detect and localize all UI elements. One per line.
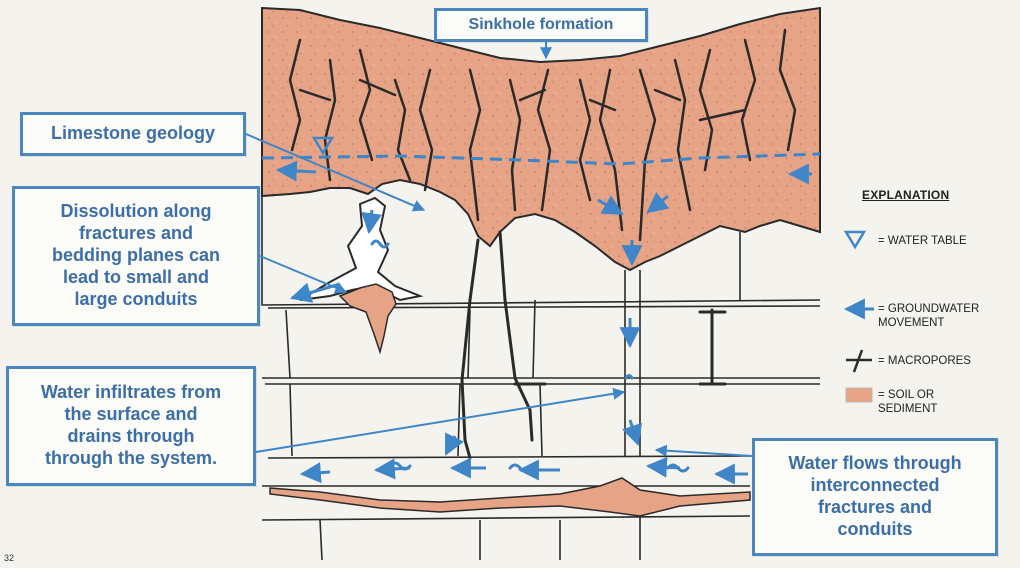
legend-water-table-label: = WATER TABLE (878, 234, 967, 248)
dissolution-callout: Dissolution along fractures and bedding … (12, 186, 260, 326)
dissolution-line-4: lead to small and (52, 267, 220, 289)
legend-groundwater-label-1: = GROUNDWATER (878, 302, 979, 316)
dissolution-line-5: large conduits (52, 289, 220, 311)
sinkhole-label: Sinkhole formation (469, 15, 614, 35)
legend-soil-label-1: = SOIL OR (878, 388, 937, 402)
flows-line-3: fractures and (788, 497, 961, 519)
flows-line-1: Water flows through (788, 453, 961, 475)
lower-sediment (270, 478, 750, 516)
soil-layer (262, 8, 820, 270)
limestone-label: Limestone geology (51, 123, 215, 145)
legend-macropores: = MACROPORES (836, 354, 971, 376)
soil-pocket (340, 284, 396, 352)
legend-title: EXPLANATION (862, 188, 949, 202)
dissolution-line-3: bedding planes can (52, 245, 220, 267)
sinkhole-callout: Sinkhole formation (434, 8, 648, 42)
legend-groundwater-label-2: MOVEMENT (878, 316, 979, 330)
flows-callout: Water flows through interconnected fract… (752, 438, 998, 556)
flows-line-4: conduits (788, 519, 961, 541)
limestone-callout: Limestone geology (20, 112, 246, 156)
infiltration-line-2: the surface and (41, 404, 221, 426)
legend-soil: = SOIL OR SEDIMENT (836, 388, 937, 417)
infiltration-line-1: Water infiltrates from (41, 382, 221, 404)
legend-soil-label-2: SEDIMENT (878, 402, 937, 416)
dissolution-line-2: fractures and (52, 223, 220, 245)
legend-macropores-label: = MACROPORES (878, 354, 971, 368)
dissolution-line-1: Dissolution along (52, 201, 220, 223)
dissolution-cavity (300, 198, 420, 300)
infiltration-line-3: drains through (41, 426, 221, 448)
flows-line-2: interconnected (788, 475, 961, 497)
infiltration-line-4: through the system. (41, 448, 221, 470)
legend-groundwater: = GROUNDWATER MOVEMENT (836, 302, 979, 331)
infiltration-callout: Water infiltrates from the surface and d… (6, 366, 256, 486)
legend-water-table: = WATER TABLE (836, 234, 967, 256)
slide-number: 32 (4, 553, 14, 563)
